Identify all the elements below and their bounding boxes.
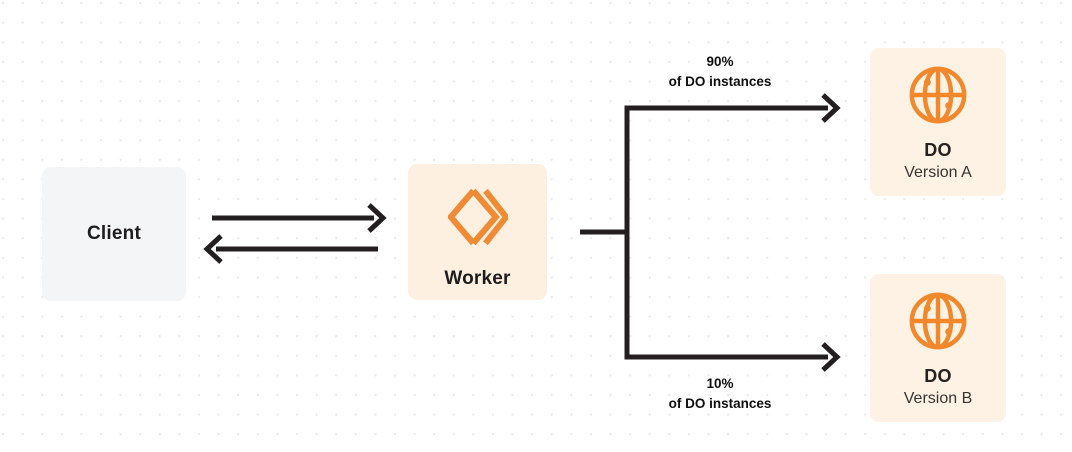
node-do-version-b[interactable]: DO Version B (870, 274, 1006, 422)
globe-icon (907, 290, 969, 352)
node-client[interactable]: Client (42, 167, 186, 301)
worker-label: Worker (444, 268, 511, 289)
edge-label-do-b-caption: of DO instances (668, 395, 772, 411)
edge-branch-trunk (580, 105, 630, 360)
globe-icon (907, 64, 969, 126)
cloudflare-workers-icon (447, 186, 508, 248)
do-a-title: DO (924, 140, 952, 160)
do-a-subtitle: Version A (904, 164, 972, 181)
edge-worker-to-do-a (625, 93, 841, 123)
edge-worker-to-do-b (625, 342, 841, 372)
do-b-title: DO (924, 366, 952, 386)
node-worker[interactable]: Worker (408, 164, 547, 300)
client-label: Client (87, 223, 141, 244)
do-b-subtitle: Version B (903, 390, 973, 407)
edge-worker-to-client (203, 234, 378, 264)
edge-label-do-a-percent: 90% (706, 54, 734, 69)
edge-client-to-worker (212, 203, 387, 233)
edge-label-do-a-caption: of DO instances (668, 73, 772, 89)
edge-label-do-b-percent: 10% (706, 376, 734, 391)
node-do-version-a[interactable]: DO Version A (870, 48, 1006, 196)
edge-label-do-a: 90% of DO instances (655, 52, 785, 91)
edge-label-do-b: 10% of DO instances (655, 374, 785, 413)
